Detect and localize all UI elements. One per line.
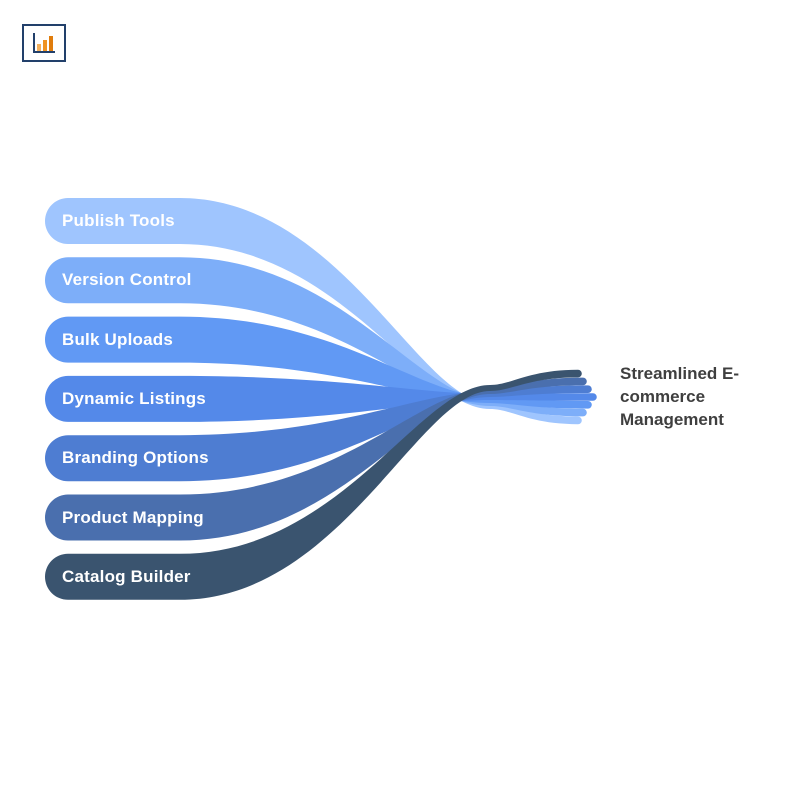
branch-shape — [45, 385, 592, 482]
branch-label: Branding Options — [62, 448, 209, 468]
branch-shape — [45, 375, 597, 422]
branch-label: Product Mapping — [62, 507, 204, 527]
branch-shape — [45, 377, 587, 541]
branch-shape — [45, 198, 582, 425]
branch-shape — [45, 369, 582, 600]
branch-label: Catalog Builder — [62, 566, 191, 586]
branch-label: Bulk Uploads — [62, 329, 174, 349]
branch-shape — [45, 257, 587, 417]
result-label: Streamlined E-commerce Management — [620, 364, 740, 429]
bar-chart-icon — [33, 33, 55, 53]
branch-label: Version Control — [62, 270, 192, 290]
logo — [22, 24, 66, 62]
branch-shape — [45, 316, 592, 409]
branch-label: Publish Tools — [62, 211, 175, 230]
branch-label: Dynamic Listings — [62, 388, 206, 408]
